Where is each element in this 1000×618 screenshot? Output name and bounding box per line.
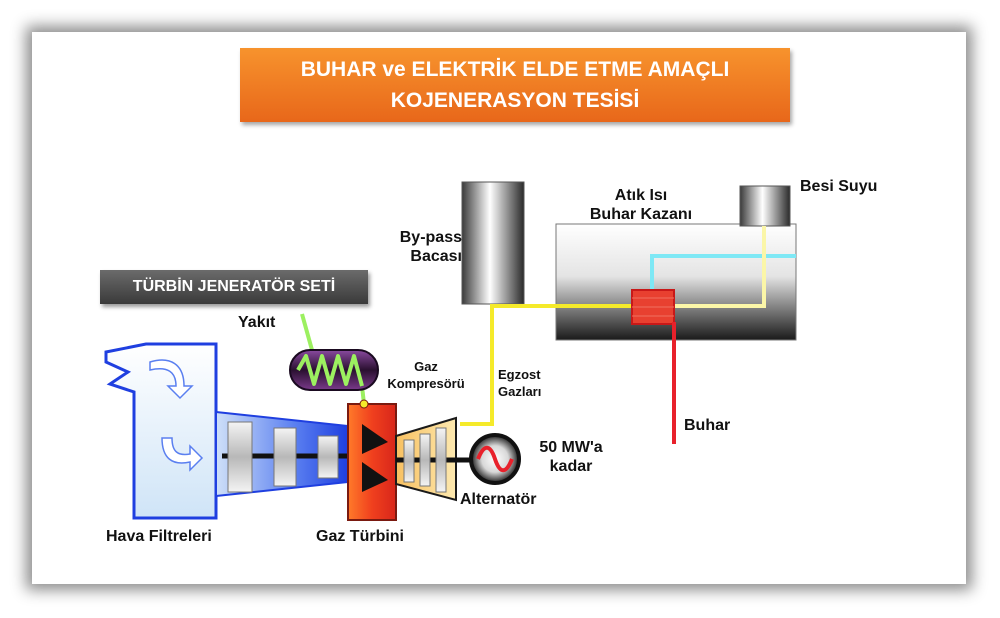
waste-heat-boiler-label: Atık Isı Buhar Kazanı bbox=[589, 187, 693, 223]
compressor-coil bbox=[296, 354, 364, 387]
air-filter-housing bbox=[104, 342, 218, 520]
exhaust-gas-label: Egzost Gazları bbox=[498, 367, 542, 399]
turbine-disk bbox=[419, 433, 431, 487]
air-filters-label: Hava Filtreleri bbox=[106, 528, 212, 545]
turbine-generator-set-label: TÜRBİN JENERATÖR SETİ bbox=[100, 270, 368, 304]
title-line-1: BUHAR ve ELEKTRİK ELDE ETME AMAÇLI bbox=[300, 58, 730, 81]
waste-heat-boiler bbox=[555, 223, 797, 341]
power-output-label: 50 MW'a kadar bbox=[539, 439, 603, 475]
exhaust-gas-line bbox=[460, 304, 632, 426]
fuel-label: Yakıt bbox=[238, 314, 276, 331]
curved-arrow-icon bbox=[149, 359, 194, 400]
feed-water-tank bbox=[739, 185, 791, 227]
fuel-line bbox=[300, 313, 314, 351]
curved-arrow-icon bbox=[161, 437, 204, 472]
feed-water-label: Besi Suyu bbox=[800, 178, 878, 195]
alternator-label: Alternatör bbox=[460, 491, 537, 508]
compressor-disk bbox=[273, 427, 297, 487]
turbine-disk bbox=[435, 427, 447, 493]
turbine-arrow bbox=[362, 462, 388, 492]
turbine-arrow bbox=[362, 424, 388, 454]
diagram-title: BUHAR ve ELEKTRİK ELDE ETME AMAÇLI KOJEN… bbox=[240, 48, 790, 122]
gas-compressor-label: Gaz Kompresörü bbox=[387, 359, 465, 391]
compressor-disk bbox=[227, 421, 253, 493]
bypass-stack bbox=[461, 181, 525, 305]
steam-label: Buhar bbox=[684, 417, 731, 434]
title-line-2: KOJENERASYON TESİSİ bbox=[390, 89, 640, 112]
gas-turbine-label: Gaz Türbini bbox=[316, 528, 404, 545]
gas-turbine bbox=[347, 403, 397, 521]
bypass-stack-label: By-pass Bacası bbox=[399, 229, 462, 265]
turbine-disk bbox=[403, 439, 415, 483]
compressor-disk bbox=[317, 435, 339, 479]
sine-wave-icon bbox=[476, 445, 514, 473]
feed-water-line bbox=[650, 254, 796, 292]
fuel-injector bbox=[359, 399, 369, 409]
